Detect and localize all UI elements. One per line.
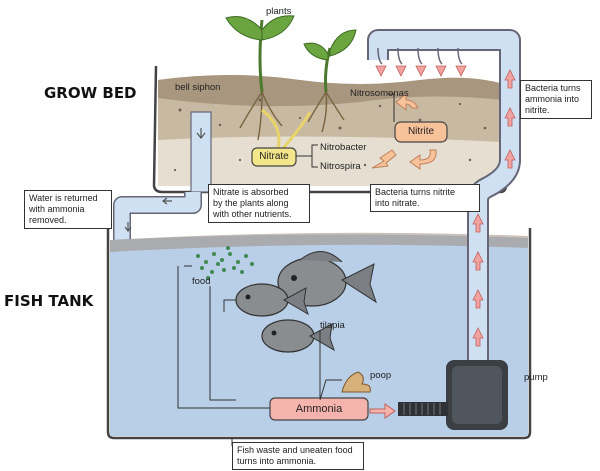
ammonia-to-pump-arrow [369, 403, 396, 419]
plants-label: plants [266, 6, 292, 17]
poop-label: poop [370, 370, 392, 381]
pump [398, 360, 508, 430]
return-pipe [113, 192, 202, 245]
food-label: food [192, 276, 211, 287]
bacteria-brackets [296, 93, 395, 168]
ammonia-pill [269, 397, 369, 421]
poop-icon [341, 371, 371, 393]
grow-bed-heading: GROW BED [44, 84, 137, 102]
food-pellets [196, 246, 254, 280]
bell-siphon [190, 111, 212, 193]
nitrate-pill [251, 147, 297, 167]
pump-label: pump [524, 372, 548, 383]
nitrite-pill [394, 121, 448, 143]
bell-siphon-label: bell siphon [175, 82, 221, 93]
plants [225, 15, 357, 158]
fish-tank-heading: FISH TANK [4, 292, 94, 310]
ammonia-label: Ammonia [295, 403, 343, 415]
tilapia-label: tilapia [320, 320, 345, 331]
nitrobacter-label: Nitrobacter [320, 142, 367, 153]
connector-lines [177, 265, 342, 446]
nitrate-label: Nitrate [259, 151, 289, 162]
tilapia-fish [235, 251, 377, 353]
nitrosomonas-label: Nitrosomonas [350, 88, 409, 99]
nitrite-label: Nitrite [407, 126, 435, 137]
process-arrows [371, 92, 437, 170]
nitrospira-label: Nitrospira [320, 161, 361, 172]
